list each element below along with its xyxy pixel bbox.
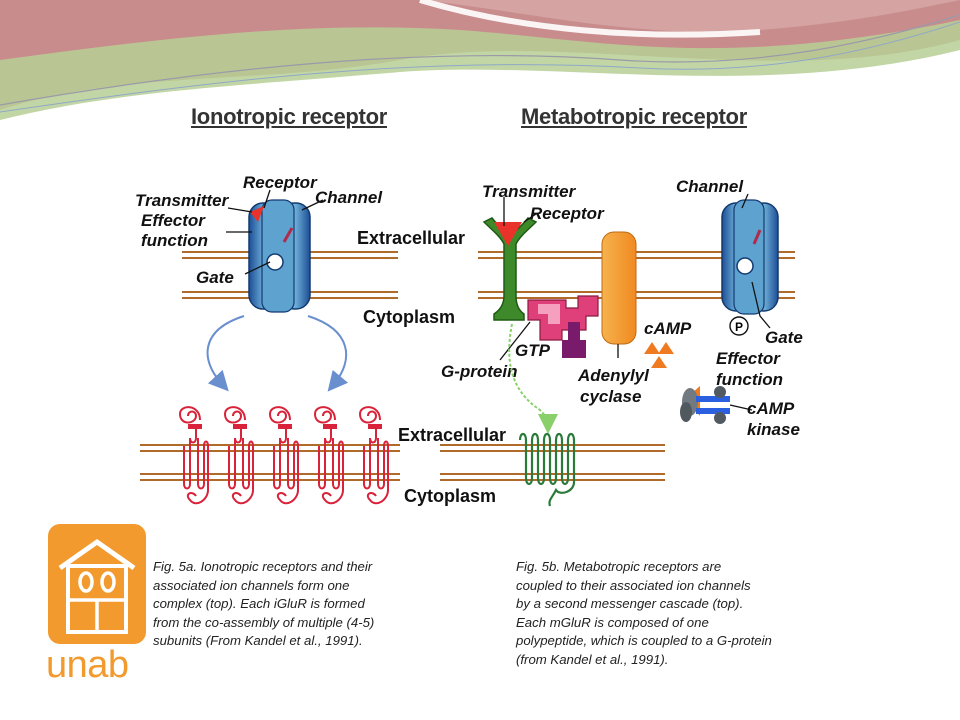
extracellular-label-top: Extracellular	[357, 228, 465, 248]
gtp-label: GTP	[515, 341, 551, 360]
iglur-subunit	[313, 406, 344, 505]
igluR-subunits	[178, 406, 389, 505]
gate-label-right: Gate	[765, 328, 803, 347]
caption-left-line: subunits (From Kandel et al., 1991).	[153, 633, 363, 648]
ionotropic-channel	[248, 199, 311, 313]
ionotropic-title: Ionotropic receptor	[191, 104, 387, 129]
mglur-polypeptide	[518, 432, 576, 507]
caption-right-line: by a second messenger cascade (top).	[516, 596, 744, 611]
camp-kinase-label-2: kinase	[747, 420, 800, 439]
receptor-label-right: Receptor	[530, 204, 605, 223]
header-banner	[0, 0, 960, 120]
metabotropic-title: Metabotropic receptor	[521, 104, 747, 129]
unab-logo-text: unab	[46, 644, 129, 686]
iglur-subunit	[358, 406, 389, 505]
iglur-subunit	[223, 406, 254, 505]
camp-kinase	[680, 386, 730, 424]
camp-label: cAMP	[644, 319, 692, 338]
effector-label-right-1: Effector	[716, 349, 781, 368]
caption-left: Fig. 5a. Ionotropic receptors and their a…	[153, 558, 374, 651]
caption-right-line: coupled to their associated ion channels	[516, 577, 751, 593]
effector-label-left-2: function	[141, 231, 208, 250]
effector-label-left-1: Effector	[141, 211, 206, 230]
transmitter-label-right: Transmitter	[482, 182, 577, 201]
phosphate-label: P	[735, 320, 743, 334]
cytoplasm-label-top: Cytoplasm	[363, 307, 455, 327]
adenylyl-cyclase	[601, 231, 637, 345]
iglur-subunit-bar	[323, 424, 337, 429]
receptor-label-left: Receptor	[243, 173, 318, 192]
metabotropic-channel	[721, 199, 779, 315]
cytoplasm-label-bottom: Cytoplasm	[404, 486, 496, 506]
caption-left-line: Fig. 5a. Ionotropic receptors and their	[153, 559, 373, 574]
adenylyl-label-2: cyclase	[580, 387, 641, 406]
phosphate-circle	[729, 316, 749, 336]
iglur-subunit-bar	[188, 424, 202, 429]
caption-right-line: Fig. 5b. Metabotropic receptors are	[516, 559, 722, 574]
channel-label-right: Channel	[676, 177, 744, 196]
gate-label-left: Gate	[196, 268, 234, 287]
caption-left-line: from the co-assembly of multiple (4-5)	[153, 614, 375, 630]
caption-right-line: (from Kandel et al., 1991).	[516, 651, 669, 667]
extracellular-label-bottom: Extracellular	[398, 425, 506, 445]
caption-right-line: polypeptide, which is coupled to a G-pro…	[516, 633, 772, 648]
iglur-subunit-bar	[278, 424, 292, 429]
iglur-subunit-bar	[233, 424, 247, 429]
caption-left-line: associated ion channels form one	[153, 577, 350, 593]
camp-molecules	[644, 342, 674, 368]
left-arrow-down-1	[206, 315, 245, 392]
left-arrow-down-2	[307, 315, 349, 392]
g-protein-label: G-protein	[441, 362, 518, 381]
metabotropic-bottom-membrane	[440, 444, 665, 481]
caption-left-line: complex (top). Each iGluR is formed	[153, 596, 365, 611]
iglur-subunit	[268, 406, 299, 505]
camp-kinase-label-1: cAMP	[747, 399, 795, 418]
ionotropic-leaders	[226, 189, 324, 275]
unab-logo	[48, 524, 146, 644]
transmitter-label-left: Transmitter	[135, 191, 230, 210]
iglur-subunit	[178, 406, 209, 505]
iglur-subunit-bar	[368, 424, 382, 429]
g-protein	[527, 295, 599, 358]
effector-label-right-2: function	[716, 370, 783, 389]
adenylyl-label-1: Adenylyl	[577, 366, 650, 385]
ionotropic-bottom-membrane	[140, 444, 400, 481]
channel-label-left: Channel	[315, 188, 383, 207]
caption-right-line: Each mGluR is composed of one	[516, 614, 709, 630]
metabotropic-receptor	[482, 217, 538, 321]
caption-right: Fig. 5b. Metabotropic receptors are coupl…	[516, 558, 772, 669]
right-arrow-down	[508, 323, 558, 434]
